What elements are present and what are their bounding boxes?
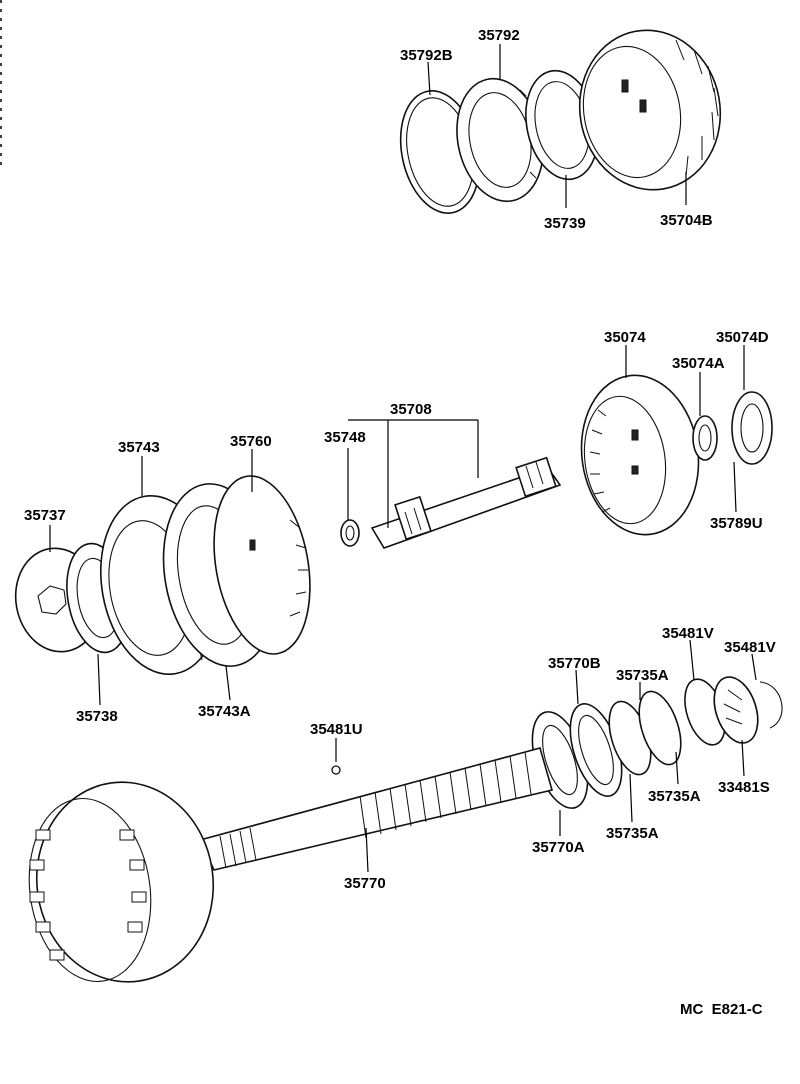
- label-35743a: 35743A: [198, 703, 251, 720]
- label-35738: 35738: [76, 708, 118, 725]
- ring-35735a-2: [638, 690, 682, 766]
- bearing-35074d: [731, 391, 773, 465]
- gear-35760: [213, 475, 311, 655]
- label-35760: 35760: [230, 433, 272, 450]
- label-35704b: 35704B: [660, 212, 713, 229]
- washer-35074a: [692, 415, 718, 461]
- ball-35481u: [331, 765, 341, 775]
- drawing-code: MC E821-C: [680, 1001, 763, 1018]
- label-35743: 35743: [118, 439, 160, 456]
- drum-35704b: [578, 29, 722, 191]
- label-35074d: 35074D: [716, 329, 769, 346]
- snap-ring-35481v-2: [759, 681, 783, 729]
- label-35748: 35748: [324, 429, 366, 446]
- label-35735a-1: 35735A: [616, 667, 669, 684]
- label-35481v-1: 35481V: [662, 625, 714, 642]
- label-35074: 35074: [604, 329, 646, 346]
- label-35074a: 35074A: [672, 355, 725, 372]
- shaft-35708: [340, 456, 562, 549]
- label-35708: 35708: [390, 401, 432, 418]
- label-35737: 35737: [24, 507, 66, 524]
- label-35792: 35792: [478, 27, 520, 44]
- bearing-33481s: [713, 676, 759, 744]
- label-35739: 35739: [544, 215, 586, 232]
- label-35481u: 35481U: [310, 721, 363, 738]
- clutch-drum-35770: [28, 781, 215, 983]
- leader-lines: [49, 44, 757, 873]
- label-35792b: 35792B: [400, 47, 453, 64]
- label-35735a-2: 35735A: [648, 788, 701, 805]
- label-35481v-2: 35481V: [724, 639, 776, 656]
- label-35770b: 35770B: [548, 655, 601, 672]
- label-35735a-3: 35735A: [606, 825, 659, 842]
- label-35770: 35770: [344, 875, 386, 892]
- gear-35074: [580, 374, 700, 536]
- label-33481s: 33481S: [718, 779, 770, 796]
- input-shaft-35770: [198, 747, 553, 871]
- label-35770a: 35770A: [532, 839, 585, 856]
- label-35789u: 35789U: [710, 515, 763, 532]
